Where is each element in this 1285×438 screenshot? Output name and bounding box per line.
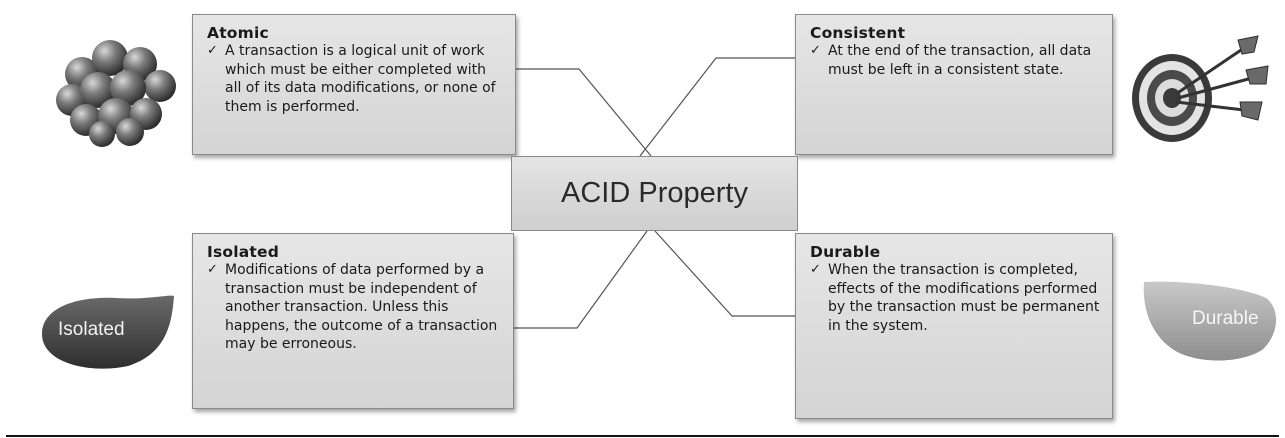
acid-property-title: ACID Property — [511, 156, 798, 231]
isolated-badge-label: Isolated — [58, 319, 125, 340]
checkmark-icon: ✓ — [207, 43, 218, 58]
isolated-leaf-badge: Isolated — [36, 294, 176, 370]
connector-durable — [654, 230, 795, 317]
connector-atomic — [516, 68, 652, 157]
connector-isolated — [514, 230, 648, 329]
checkmark-icon: ✓ — [810, 43, 821, 58]
consistent-description: ✓ At the end of the transaction, all dat… — [810, 42, 1102, 79]
atomic-text: A transaction is a logical unit of work … — [225, 43, 496, 115]
checkmark-icon: ✓ — [810, 262, 821, 277]
isolated-description: ✓ Modifications of data performed by a t… — [207, 261, 503, 354]
consistent-title: Consistent — [810, 24, 906, 42]
target-with-darts-icon — [1132, 35, 1269, 142]
durable-text: When the transaction is completed, effec… — [828, 262, 1100, 334]
isolated-text: Modifications of data performed by a tra… — [225, 262, 498, 352]
molecule-cluster-icon — [56, 40, 176, 147]
atomic-description: ✓ A transaction is a logical unit of wor… — [207, 42, 505, 116]
isolated-title: Isolated — [207, 243, 280, 261]
durable-box: Durable ✓ When the transaction is comple… — [795, 233, 1113, 419]
checkmark-icon: ✓ — [207, 262, 218, 277]
consistent-text: At the end of the transaction, all data … — [828, 43, 1092, 78]
connector-consistent — [639, 57, 795, 157]
atomic-box: Atomic ✓ A transaction is a logical unit… — [192, 14, 516, 155]
bottom-rule — [6, 435, 1279, 437]
durable-badge-label: Durable — [1192, 308, 1259, 329]
durable-description: ✓ When the transaction is completed, eff… — [810, 261, 1102, 335]
consistent-box: Consistent ✓ At the end of the transacti… — [795, 14, 1113, 155]
atomic-title: Atomic — [207, 24, 269, 42]
durable-title: Durable — [810, 243, 881, 261]
durable-leaf-badge: Durable — [1140, 280, 1280, 362]
isolated-box: Isolated ✓ Modifications of data perform… — [192, 233, 514, 409]
